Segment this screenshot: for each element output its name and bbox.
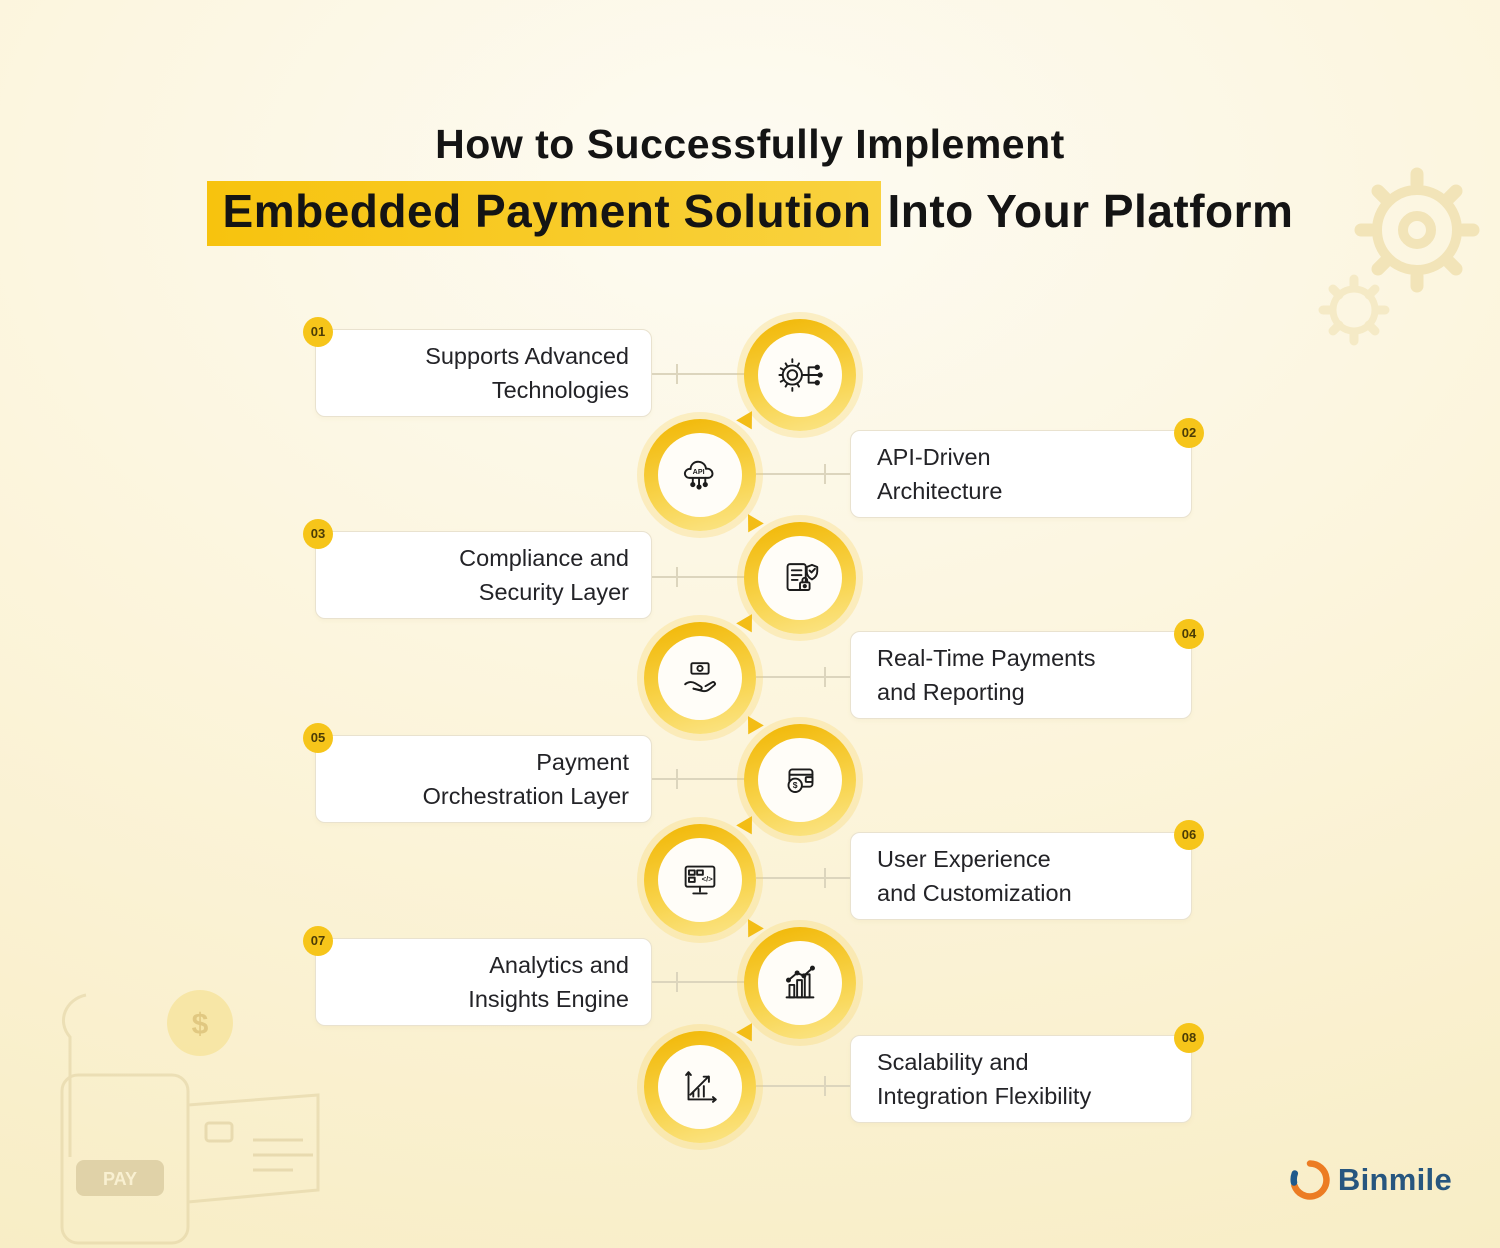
brand-logo: Binmile [1290,1160,1452,1200]
step-number-badge: 08 [1174,1023,1204,1053]
pointer-triangle [740,914,764,938]
dollar-symbol: $ [793,780,798,790]
step-number-badge: 04 [1174,619,1204,649]
connector [756,1076,850,1096]
title-highlight: Embedded Payment Solution [206,181,882,247]
pointer-triangle [740,711,764,735]
connector [756,667,850,687]
icon-holder: API [658,433,742,517]
brand-name: Binmile [1337,1162,1452,1197]
binmile-logo-icon [1290,1160,1330,1200]
api-label: API [693,468,705,476]
step-icon-circle-01 [744,319,856,431]
connector [652,567,746,587]
coin-decor [167,990,233,1056]
step-icon-circle-04 [644,609,760,734]
icon-holder [658,1045,742,1129]
step-number-badge: 02 [1174,418,1204,448]
title-rest: Into Your Platform [887,185,1294,238]
connector [652,364,746,384]
title-line1: How to Successfully Implement [435,121,1065,168]
document-shield-lock-icon [786,563,819,591]
icon-holder [758,941,842,1025]
icon-holder: </> [658,838,742,922]
code-symbol: </> [702,874,714,883]
api-cloud-icon: API [683,460,714,490]
pay-label: PAY [103,1169,137,1189]
pointer-triangle [740,509,764,533]
page-title: How to Successfully Implement Embedded P… [0,121,1500,247]
icon-holder [658,636,742,720]
connector [652,972,746,992]
icon-holder: $ [758,738,842,822]
connector [756,464,850,484]
connector [652,769,746,789]
growth-arrow-icon [685,1071,717,1103]
pay-button-decor [76,1160,164,1196]
step-icon-circle-03 [740,509,856,634]
step-icon-circle-06: </> [644,811,760,936]
icon-holder [758,536,842,620]
wallet-dollar-icon: $ [787,768,814,793]
coin-symbol: $ [192,1008,209,1041]
step-number-badge: 06 [1174,820,1204,850]
gear-circuit-icon [778,358,823,392]
step-number-badge: 01 [303,317,333,347]
hand-money-icon [684,662,716,693]
pointer-triangle [736,1018,760,1042]
bar-chart-trend-icon [785,965,815,999]
step-icon-circle-05: $ [740,711,856,836]
payment-terminal-decor: $ PAY [60,990,320,1245]
step-icon-circle-08 [644,1018,760,1143]
icon-holder [758,333,842,417]
step-icon-circle-02: API [644,406,760,531]
step-number-badge: 05 [303,723,333,753]
step-number-badge: 07 [303,926,333,956]
monitor-code-icon: </> [684,865,716,895]
connector [756,868,850,888]
step-icon-circle-07 [740,914,856,1039]
step-number-badge: 03 [303,519,333,549]
